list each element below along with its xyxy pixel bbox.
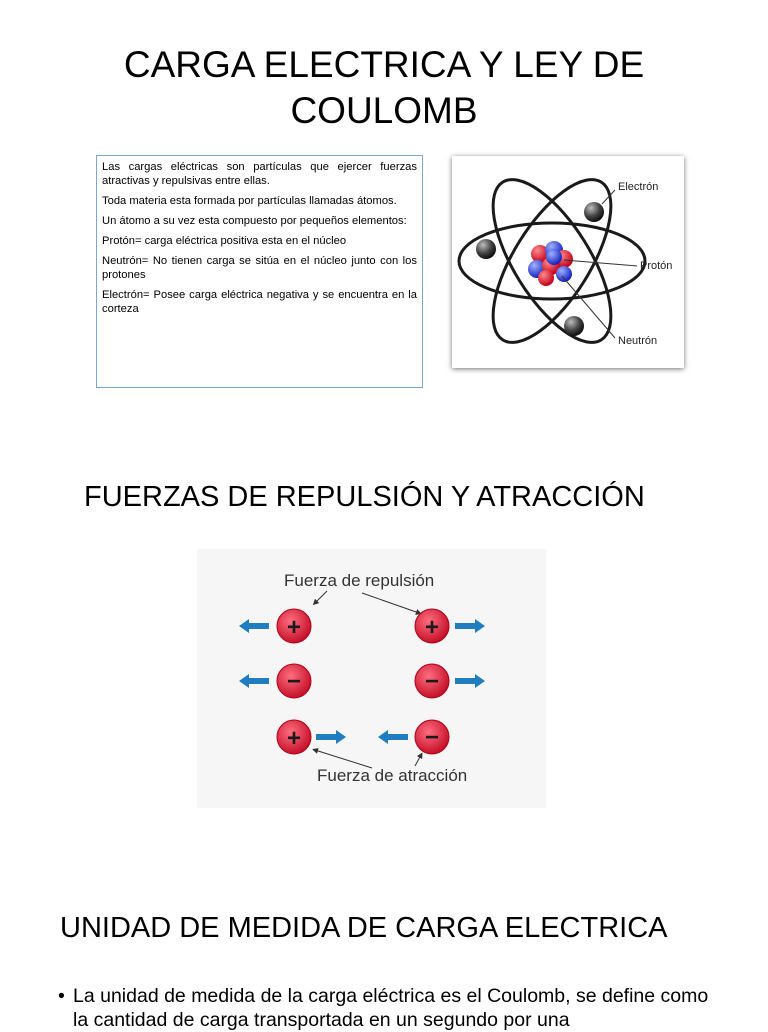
electron-ball [476,239,496,259]
electron-ball [584,202,604,222]
atom-diagram: Electrón Protón Neutrón [452,156,684,368]
blue-arrow-right [455,674,485,688]
electron-label: Electrón [618,181,658,193]
paragraph-matter: Toda materia esta formada por partículas… [102,195,397,207]
orbit-ring [491,178,613,344]
minus-sign: − [425,668,439,695]
neutron-pointer [561,275,616,339]
forces-heading: FUERZAS DE REPULSIÓN Y ATRACCIÓN [84,481,645,513]
plus-sign: + [425,614,439,641]
positive-charge [414,608,450,644]
neutron-label: Neutrón [618,335,657,347]
negative-charge [414,719,450,755]
orbit-ring [457,221,647,301]
repulsion-pointer-left [312,590,328,606]
attraction-label: Fuerza de atracción [317,766,467,785]
blue-arrow-left [378,730,408,744]
minus-sign: − [425,724,439,751]
positive-charge [276,719,312,755]
plus-sign: + [287,725,301,752]
charge-forces-svg: Fuerza de repulsión + + − − + − [239,571,485,785]
blue-arrow-right [455,619,485,633]
attraction-pointer-right [414,752,423,767]
blue-arrow-right [316,730,346,744]
slide-title: CARGA ELECTRICA Y LEY DE COULOMB [84,42,684,134]
positive-charge [276,608,312,644]
electron-pointer [601,189,616,205]
bullet-text: La unidad de medida de la carga eléctric… [73,985,709,1031]
bullet-item: • La unidad de medida de la carga eléctri… [58,984,723,1032]
paragraph-atom: Un átomo a su vez esta compuesto por peq… [102,215,407,227]
blue-arrow-left [239,674,269,688]
slide-title-line2: COULOMB [290,90,478,131]
electron-ball [564,316,584,336]
negative-charge [414,663,450,699]
bullet-marker: • [58,985,65,1007]
paragraph-proton: Protón= carga eléctrica positiva esta en… [102,235,347,247]
atom-diagram-svg: Electrón Protón Neutrón [457,178,672,347]
minus-sign: − [287,668,301,695]
nucleus [528,241,573,286]
attraction-pointer-left [312,748,373,769]
blue-arrow-left [239,619,269,633]
charge-forces-diagram: Fuerza de repulsión + + − − + − [197,549,546,808]
repulsion-pointer-right [361,592,422,615]
repulsion-label: Fuerza de repulsión [284,571,434,590]
proton-label: Protón [640,260,672,272]
paragraph-electron: Electrón= Posee carga eléctrica negativa… [102,289,417,315]
unit-heading: UNIDAD DE MEDIDA DE CARGA ELECTRICA [60,912,668,944]
plus-sign: + [287,614,301,641]
negative-charge [276,663,312,699]
slide-title-line1: CARGA ELECTRICA Y LEY DE [123,44,645,85]
paragraph-charges: Las cargas eléctricas son partículas que… [102,161,417,187]
orbit-ring [491,178,613,344]
atom-description-box: Las cargas eléctricas son partículas que… [96,155,423,388]
paragraph-neutron: Neutrón= No tienen carga se sitúa en el … [102,255,417,281]
proton-pointer [563,259,638,267]
